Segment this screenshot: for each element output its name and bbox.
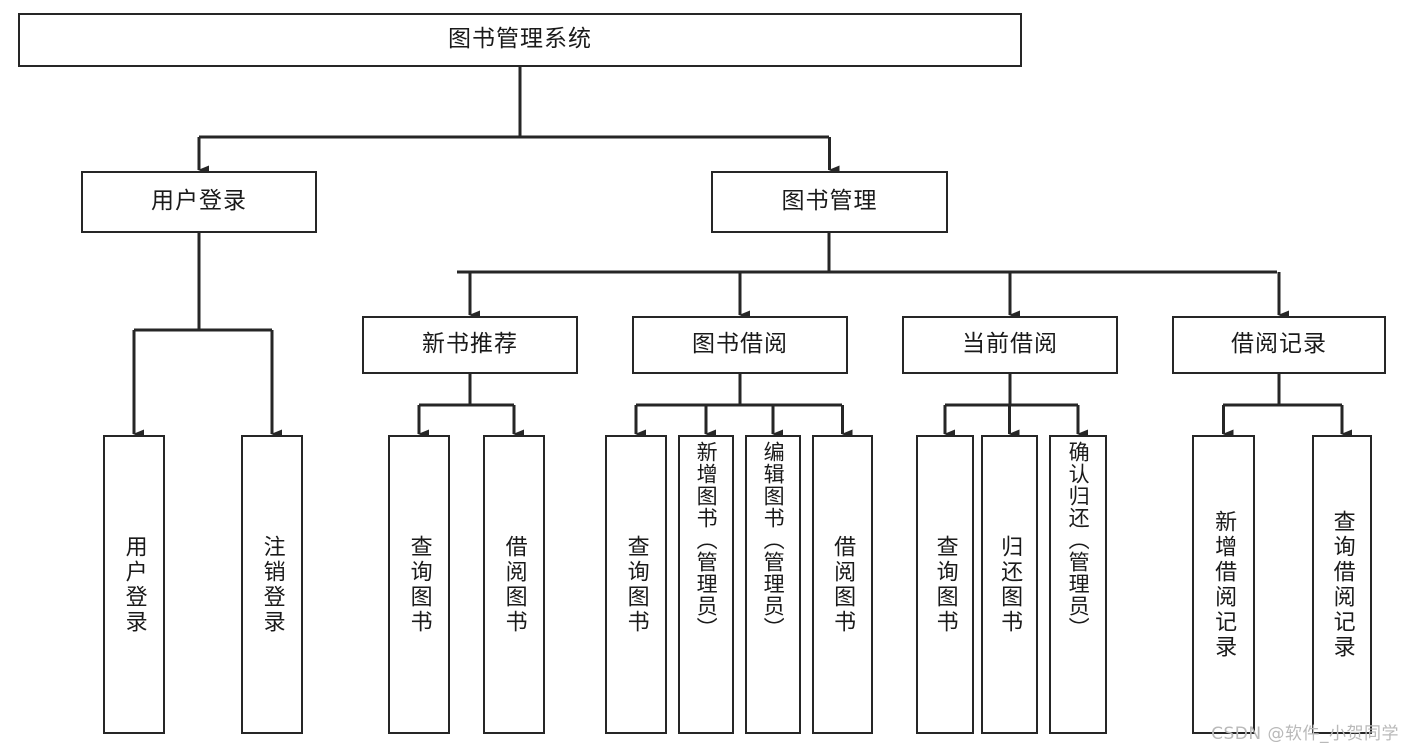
node-leaf-query-book-3[interactable]: 查询图书 [916,435,974,734]
node-root[interactable]: 图书管理系统 [18,13,1022,67]
node-label-leaf-add-record: 新增借阅记录 [1211,509,1237,660]
node-label-book-borrow: 图书借阅 [692,331,788,358]
node-label-leaf-query-book-2: 查询图书 [623,534,649,635]
node-label-leaf-add-book: 新增图书（管理员） [694,441,719,639]
node-leaf-return-book[interactable]: 归还图书 [981,435,1038,734]
node-label-leaf-edit-book: 编辑图书（管理员） [761,441,786,639]
node-leaf-add-record[interactable]: 新增借阅记录 [1192,435,1255,734]
node-leaf-query-book-2[interactable]: 查询图书 [605,435,667,734]
node-borrow-record[interactable]: 借阅记录 [1172,316,1386,374]
node-label-leaf-return-book: 归还图书 [997,534,1023,635]
node-new-book-rec[interactable]: 新书推荐 [362,316,578,374]
node-label-leaf-borrow-book-1: 借阅图书 [501,534,527,635]
node-label-leaf-user-logout: 注销登录 [259,534,285,635]
node-leaf-add-book[interactable]: 新增图书（管理员） [678,435,734,734]
node-current-borrow[interactable]: 当前借阅 [902,316,1118,374]
node-leaf-query-book-1[interactable]: 查询图书 [388,435,450,734]
node-leaf-borrow-book-1[interactable]: 借阅图书 [483,435,545,734]
node-label-new-book-rec: 新书推荐 [422,331,518,358]
node-label-leaf-borrow-book-2: 借阅图书 [830,534,856,635]
node-label-user-login: 用户登录 [151,188,247,215]
node-label-leaf-query-book-3: 查询图书 [932,534,958,635]
node-label-root: 图书管理系统 [448,26,592,53]
node-label-leaf-query-book-1: 查询图书 [406,534,432,635]
node-label-borrow-record: 借阅记录 [1231,331,1327,358]
node-label-leaf-confirm-return: 确认归还（管理员） [1066,441,1091,639]
node-leaf-confirm-return[interactable]: 确认归还（管理员） [1049,435,1107,734]
connector-lines [132,67,1352,439]
node-book-borrow[interactable]: 图书借阅 [632,316,848,374]
node-leaf-user-logout[interactable]: 注销登录 [241,435,303,734]
node-label-current-borrow: 当前借阅 [962,331,1058,358]
node-leaf-edit-book[interactable]: 编辑图书（管理员） [745,435,801,734]
watermark-text: CSDN @软件_小贺同学 [1211,724,1399,744]
node-leaf-borrow-book-2[interactable]: 借阅图书 [812,435,873,734]
node-user-login[interactable]: 用户登录 [81,171,317,233]
node-label-leaf-query-record: 查询借阅记录 [1329,509,1355,660]
node-label-leaf-user-login: 用户登录 [121,534,147,635]
node-label-book-manage: 图书管理 [781,188,878,215]
node-leaf-query-record[interactable]: 查询借阅记录 [1312,435,1372,734]
node-book-manage[interactable]: 图书管理 [711,171,948,233]
node-leaf-user-login[interactable]: 用户登录 [103,435,165,734]
